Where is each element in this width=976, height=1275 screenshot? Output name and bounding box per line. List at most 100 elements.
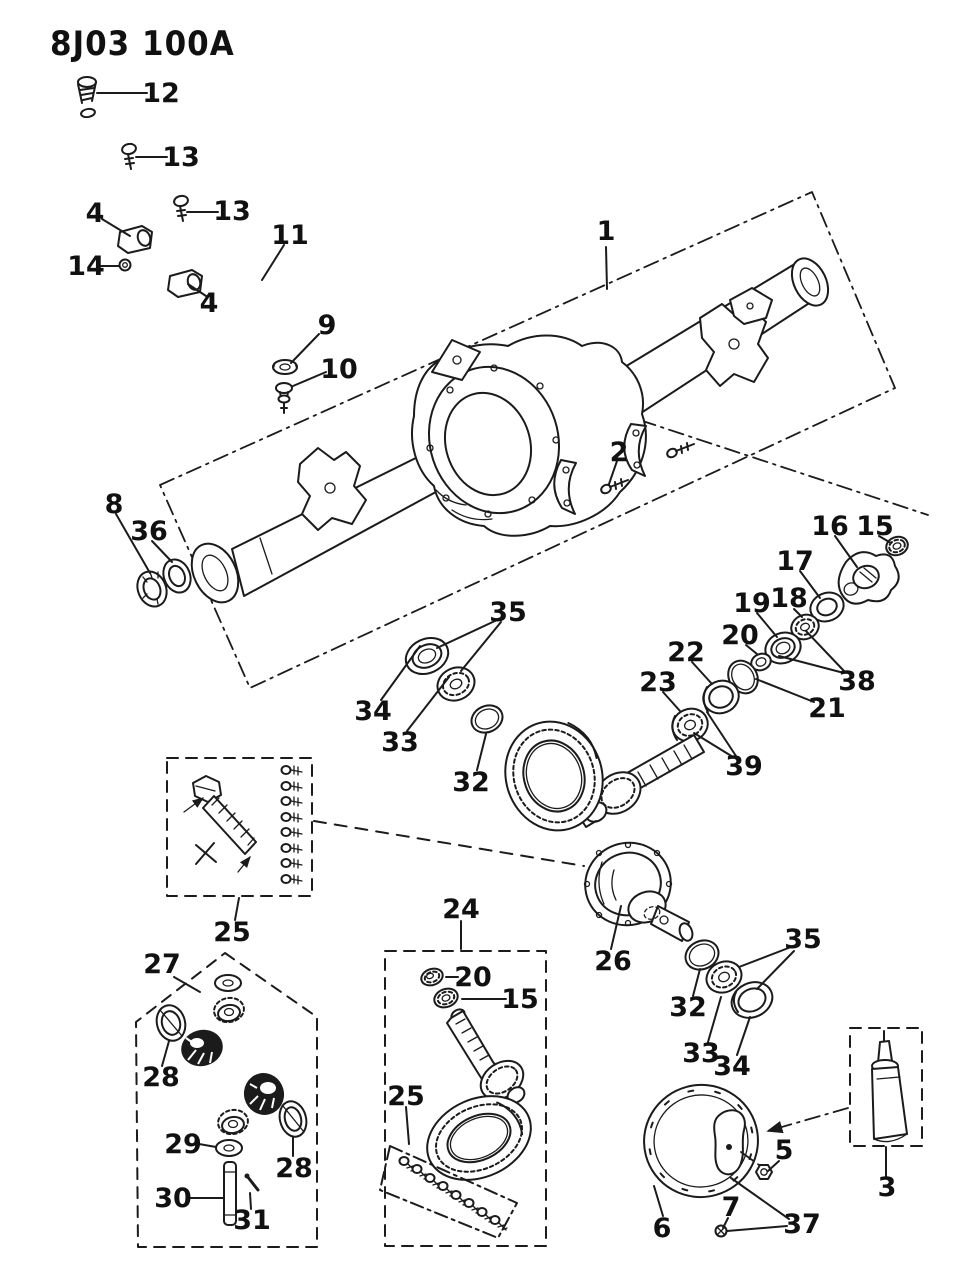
callout-35: 35 — [784, 924, 822, 955]
differential-bearing — [436, 666, 476, 702]
fill-plug — [755, 1164, 773, 1180]
sealant-tube-box — [766, 1027, 923, 1147]
drive-pinion — [446, 1008, 526, 1104]
bearing-cup — [730, 981, 774, 1019]
callout-labels: 1 2 4 4 8 36 9 10 11 12 13 13 14 15 16 1… — [67, 78, 896, 1244]
callout-33: 33 — [682, 1038, 720, 1069]
washer — [420, 967, 444, 987]
callout-1: 1 — [597, 216, 616, 247]
callout-32: 32 — [452, 767, 490, 798]
ring-gear-bolt-subbox — [379, 1145, 518, 1239]
differential-case — [583, 841, 694, 942]
callout-3: 3 — [878, 1172, 897, 1203]
thrust-washer — [278, 1100, 308, 1138]
ring-gear — [504, 720, 604, 832]
vent-fitting — [275, 382, 293, 414]
internal-gear-kit-box — [135, 952, 318, 1248]
callout-34: 34 — [713, 1051, 751, 1082]
callout-27: 27 — [143, 949, 181, 980]
figure-number: 8J03 100A — [50, 24, 235, 64]
callout-12: 12 — [142, 78, 180, 109]
side-gear — [181, 1029, 223, 1067]
pinion-bearing — [671, 707, 709, 743]
callout-leader-lines — [96, 92, 892, 1232]
callout-28: 28 — [275, 1153, 313, 1184]
callout-20: 20 — [454, 962, 492, 993]
callout-7: 7 — [722, 1192, 741, 1223]
pinion-seal — [809, 591, 845, 623]
callout-5: 5 — [775, 1135, 794, 1166]
differential-cover — [643, 1083, 767, 1199]
thrust-washer — [155, 1004, 187, 1042]
callout-38: 38 — [838, 666, 876, 697]
lock-pin — [244, 1173, 260, 1192]
shim — [684, 939, 720, 971]
pinion-flange — [837, 551, 900, 605]
washer — [215, 1139, 243, 1157]
callout-11: 11 — [271, 220, 309, 251]
callout-4: 4 — [200, 288, 219, 319]
ring-gear-bolt-large — [192, 775, 257, 855]
side-gear — [243, 1073, 285, 1115]
callout-18: 18 — [770, 583, 808, 614]
drive-pinion — [576, 734, 705, 828]
callout-13: 13 — [162, 142, 200, 173]
cover-bolt — [714, 1224, 728, 1238]
differential-bearing — [705, 960, 743, 994]
spring-perch-bracket — [297, 447, 367, 531]
callout-19: 19 — [733, 588, 771, 619]
bearing-cap — [553, 459, 577, 515]
tube-clamp — [117, 225, 153, 254]
callout-31: 31 — [233, 1205, 271, 1236]
pinion-gear — [213, 996, 245, 1024]
nut — [118, 258, 132, 272]
callout-25: 25 — [213, 917, 251, 948]
vent-cap — [77, 76, 97, 104]
callout-39: 39 — [725, 751, 763, 782]
callout-21: 21 — [808, 693, 846, 724]
axle-housing — [190, 257, 830, 604]
callout-20: 20 — [721, 620, 759, 651]
callout-16: 16 — [811, 511, 849, 542]
pinion-gear — [217, 1108, 249, 1136]
bearing-cap-bolt — [600, 478, 629, 495]
bearing-cap — [623, 423, 647, 477]
callout-30: 30 — [154, 1183, 192, 1214]
washer — [214, 974, 242, 992]
ring-gear-bolt-box — [166, 757, 585, 897]
vent-grommet — [272, 359, 298, 375]
tube-clamp — [167, 269, 203, 298]
callout-22: 22 — [667, 637, 705, 668]
cross-shaft — [223, 1161, 237, 1226]
upper-bracket — [729, 287, 773, 325]
callout-28: 28 — [142, 1062, 180, 1093]
callout-37: 37 — [783, 1209, 821, 1240]
callout-23: 23 — [639, 667, 677, 698]
callout-17: 17 — [776, 546, 814, 577]
ring-gear-bolts-column — [280, 765, 303, 885]
bearing-cup — [702, 679, 740, 715]
callout-8: 8 — [105, 489, 124, 520]
screw — [121, 142, 137, 170]
callout-33: 33 — [381, 727, 419, 758]
callout-9: 9 — [318, 310, 337, 341]
axle-seal — [136, 570, 168, 608]
callout-24: 24 — [442, 894, 480, 925]
callout-15: 15 — [856, 511, 894, 542]
callout-32: 32 — [669, 992, 707, 1023]
callout-10: 10 — [320, 354, 358, 385]
callout-36: 36 — [130, 516, 168, 547]
gear-set-box — [379, 950, 547, 1247]
callout-35: 35 — [489, 597, 527, 628]
shim — [470, 704, 504, 734]
callout-26: 26 — [594, 946, 632, 977]
callout-34: 34 — [354, 696, 392, 727]
callout-15: 15 — [501, 984, 539, 1015]
callout-13: 13 — [213, 196, 251, 227]
bearing-cup — [764, 631, 802, 665]
callout-29: 29 — [164, 1129, 202, 1160]
bearing-cap-bolt — [666, 442, 695, 459]
vent-tube-group — [77, 76, 298, 414]
vent-tube-inner — [85, 112, 287, 363]
callout-14: 14 — [67, 251, 105, 282]
